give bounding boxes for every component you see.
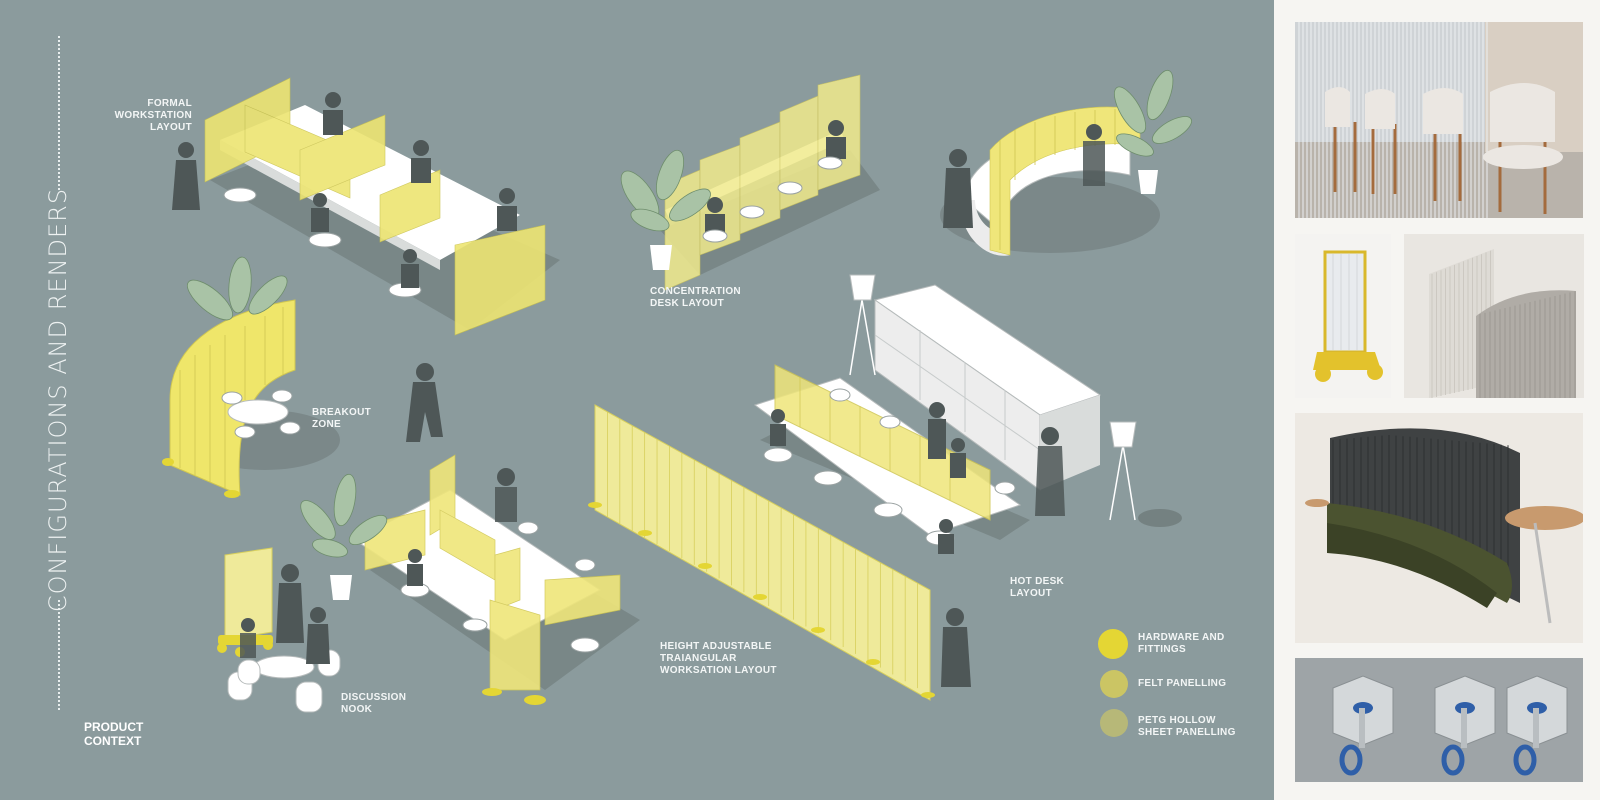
breakout-zone-illustration — [162, 256, 340, 498]
hot-desk-illustration — [753, 274, 1182, 554]
render-chairs-behind-fluted-panels — [1295, 22, 1583, 218]
discussion-nook-illustration — [217, 547, 341, 713]
triangular-workstation-illustration — [300, 454, 640, 705]
isometric-illustrations — [162, 69, 1192, 713]
render-hardware-fittings — [1295, 658, 1583, 782]
dotted-divider-bottom — [58, 600, 60, 710]
legend-swatch-hardware — [1098, 629, 1128, 659]
formal-workstation-illustration — [172, 77, 560, 336]
page-title: CONFIGURATIONS AND RENDERS — [44, 187, 72, 613]
render-mobile-screen — [1295, 234, 1391, 398]
long-partition-illustration — [588, 404, 971, 701]
render-felt-panels — [1404, 234, 1584, 398]
legend-label-felt: FELT PANELLING — [1138, 678, 1227, 689]
render-sidebar — [1274, 0, 1600, 800]
concentration-desk-illustration — [620, 74, 880, 291]
curved-booth-illustration — [940, 69, 1192, 256]
render-curved-sofa — [1295, 413, 1583, 643]
dotted-divider-top — [58, 36, 60, 190]
legend-swatch-felt — [1100, 670, 1128, 698]
legend-swatch-petg — [1100, 709, 1128, 737]
walking-person — [406, 363, 443, 442]
